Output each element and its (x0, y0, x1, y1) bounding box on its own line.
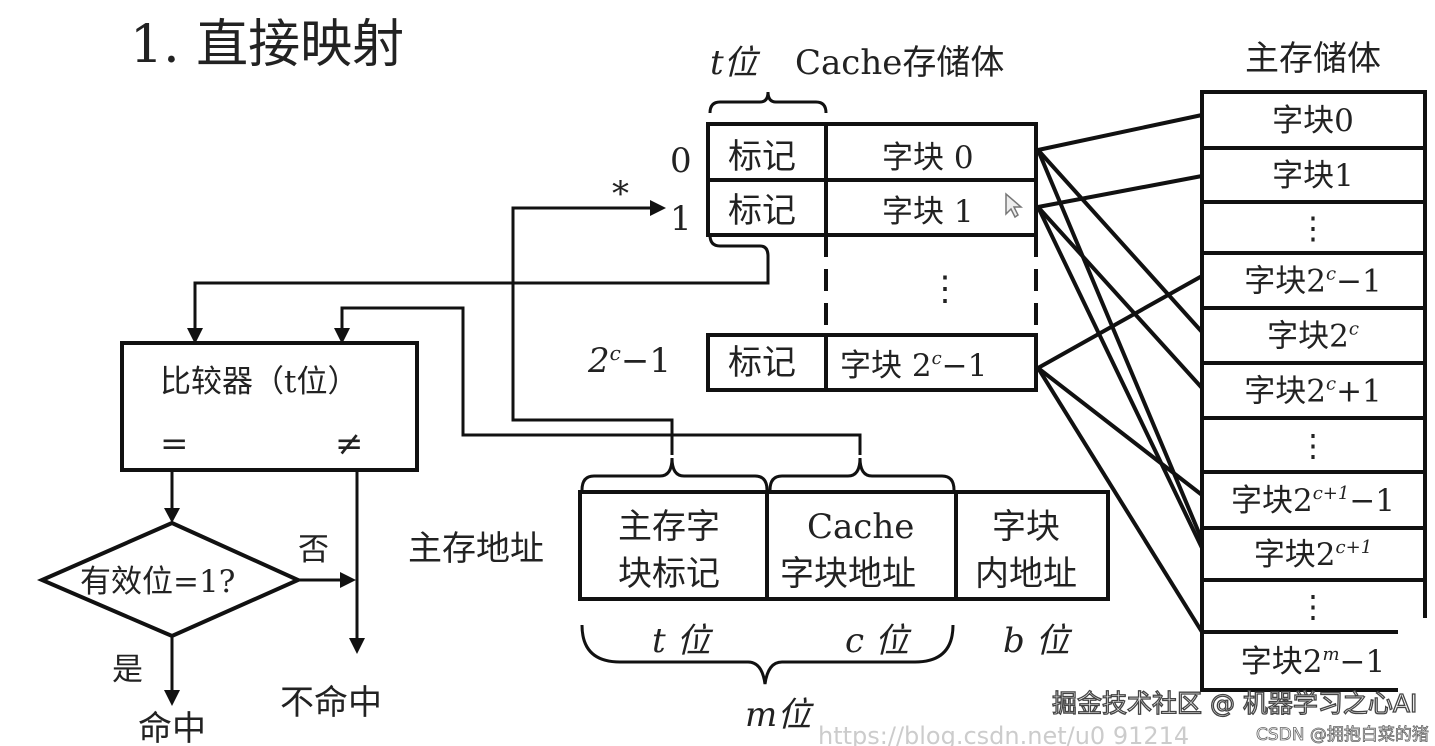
index-post: −1 (621, 341, 671, 381)
watermark: CSDN @拥抱白菜的猪 (1256, 725, 1429, 745)
main-memory-block: 字块2c (1267, 319, 1359, 355)
block-base: 字块2 (1241, 644, 1323, 680)
cache-address-line (511, 206, 674, 455)
watermark: 掘金技术社区 @ 机器学习之心AI (1052, 689, 1417, 718)
address-field-offset: 字块 (992, 507, 1060, 547)
block-post: +1 (1336, 374, 1382, 410)
main-memory-block: 字块2c+1 (1254, 537, 1372, 573)
block-base: 字块2 (1244, 374, 1326, 410)
block-post: −1 (942, 348, 988, 384)
main-memory-block: ⋮ (1298, 589, 1329, 625)
main-memory-block: 字块1 (1272, 158, 1354, 194)
block-base: ⋮ (1298, 589, 1329, 625)
main-memory-block: 字块2c+1−1 (1231, 483, 1395, 519)
block-base: ⋮ (1298, 428, 1329, 464)
main-memory-table: 字块0字块1⋮字块2c−1字块2c字块2c+1⋮字块2c+1−1字块2c+1⋮字… (1200, 90, 1427, 692)
hit-label: 命中 (138, 709, 206, 746)
corner-patch (1398, 618, 1435, 698)
address-field-cache: 字块地址 (780, 554, 916, 594)
address-field-offset: 内地址 (975, 554, 1077, 594)
block-post: −1 (1340, 644, 1386, 680)
cache-row-index: 0 (670, 141, 692, 181)
cache-tag: 标记 (728, 191, 796, 231)
block-sup: c (1349, 319, 1359, 340)
block-base: 字块 2 (840, 348, 932, 384)
mouse-cursor-icon (1005, 192, 1024, 219)
main-memory-title: 主存储体 (1245, 39, 1381, 79)
cache-table (706, 122, 1038, 392)
cache-tag: 标记 (728, 343, 796, 383)
tag-brace-bottom (193, 234, 770, 330)
selected-row-marker: * (612, 174, 629, 214)
block-sup: c (1326, 374, 1336, 395)
mapping-lines (1036, 113, 1204, 634)
block-post: −1 (1349, 483, 1395, 519)
miss-label: 不命中 (280, 683, 382, 723)
address-field-tag: 块标记 (618, 554, 720, 594)
block-sup: c+1 (1313, 483, 1350, 504)
valid-check-label: 有效位=1? (80, 564, 235, 600)
main-memory-block: ⋮ (1298, 211, 1329, 247)
cache-tag-bits-label: t位 (710, 43, 761, 83)
block-base: 字块1 (1272, 158, 1354, 194)
diagram-title: 1. 直接映射 (130, 15, 404, 75)
comparator-not-equal: ≠ (335, 424, 364, 464)
block-sup: c (932, 348, 942, 369)
cache-block: 字块 0 (882, 140, 974, 176)
address-field-tag: 主存字 (618, 507, 720, 547)
address-box (578, 490, 1110, 601)
cache-title: Cache存储体 (795, 43, 1004, 83)
cache-ellipsis: ⋮ (928, 269, 962, 309)
tag-brace-top (708, 91, 828, 114)
arrow-head (349, 638, 365, 654)
arrow-head (650, 200, 666, 216)
index-sup: c (610, 341, 621, 365)
tag-address-line (340, 306, 862, 455)
total-bits-label: m位 (745, 695, 814, 735)
arrow-head (164, 508, 180, 523)
cache-row-index: 2c−1 (587, 341, 671, 381)
main-memory-block: 字块0 (1272, 103, 1354, 139)
comparator-box (120, 341, 419, 472)
arrow-head (340, 572, 356, 588)
main-memory-block: 字块2c+1 (1244, 374, 1382, 410)
tag-bits-label: t 位 (652, 621, 713, 661)
main-memory-block: ⋮ (1298, 428, 1329, 464)
address-brace-total (580, 624, 955, 685)
address-label: 主存地址 (408, 529, 544, 569)
block-base: 字块2 (1254, 537, 1336, 573)
block-base: 字块2 (1267, 319, 1349, 355)
cache-row-index: 1 (670, 199, 692, 239)
block-sup: c+1 (1336, 537, 1373, 558)
yes-label: 是 (112, 652, 143, 688)
cache-block: 字块 2c−1 (840, 348, 987, 384)
block-post: −1 (1336, 264, 1382, 300)
block-sup: m (1322, 644, 1339, 665)
index-base: 2 (587, 341, 610, 381)
offset-bits-label: b 位 (1003, 621, 1073, 661)
main-memory-block: 字块2c−1 (1244, 264, 1382, 300)
arrow-head (334, 328, 350, 344)
comparator-equal: = (160, 424, 189, 464)
block-base: 字块2 (1231, 483, 1313, 519)
block-base: 字块2 (1244, 264, 1326, 300)
arrow-head (164, 690, 180, 706)
cache-block: 字块 1 (882, 194, 974, 230)
no-label: 否 (298, 532, 329, 568)
cache-tag: 标记 (728, 137, 796, 177)
cache-bits-label: c 位 (845, 621, 912, 661)
block-sup: c (1326, 264, 1336, 285)
block-base: ⋮ (1298, 211, 1329, 247)
main-memory-block: 字块2m−1 (1241, 644, 1386, 680)
address-brace-cache (768, 457, 956, 491)
comparator-label: 比较器（t位） (160, 364, 358, 400)
watermark: https://blog.csdn.net/u0 91214 (818, 722, 1189, 746)
address-field-cache: Cache (807, 507, 914, 547)
arrow-head (187, 328, 203, 344)
address-brace-tag (580, 457, 769, 491)
block-base: 字块0 (1272, 103, 1354, 139)
